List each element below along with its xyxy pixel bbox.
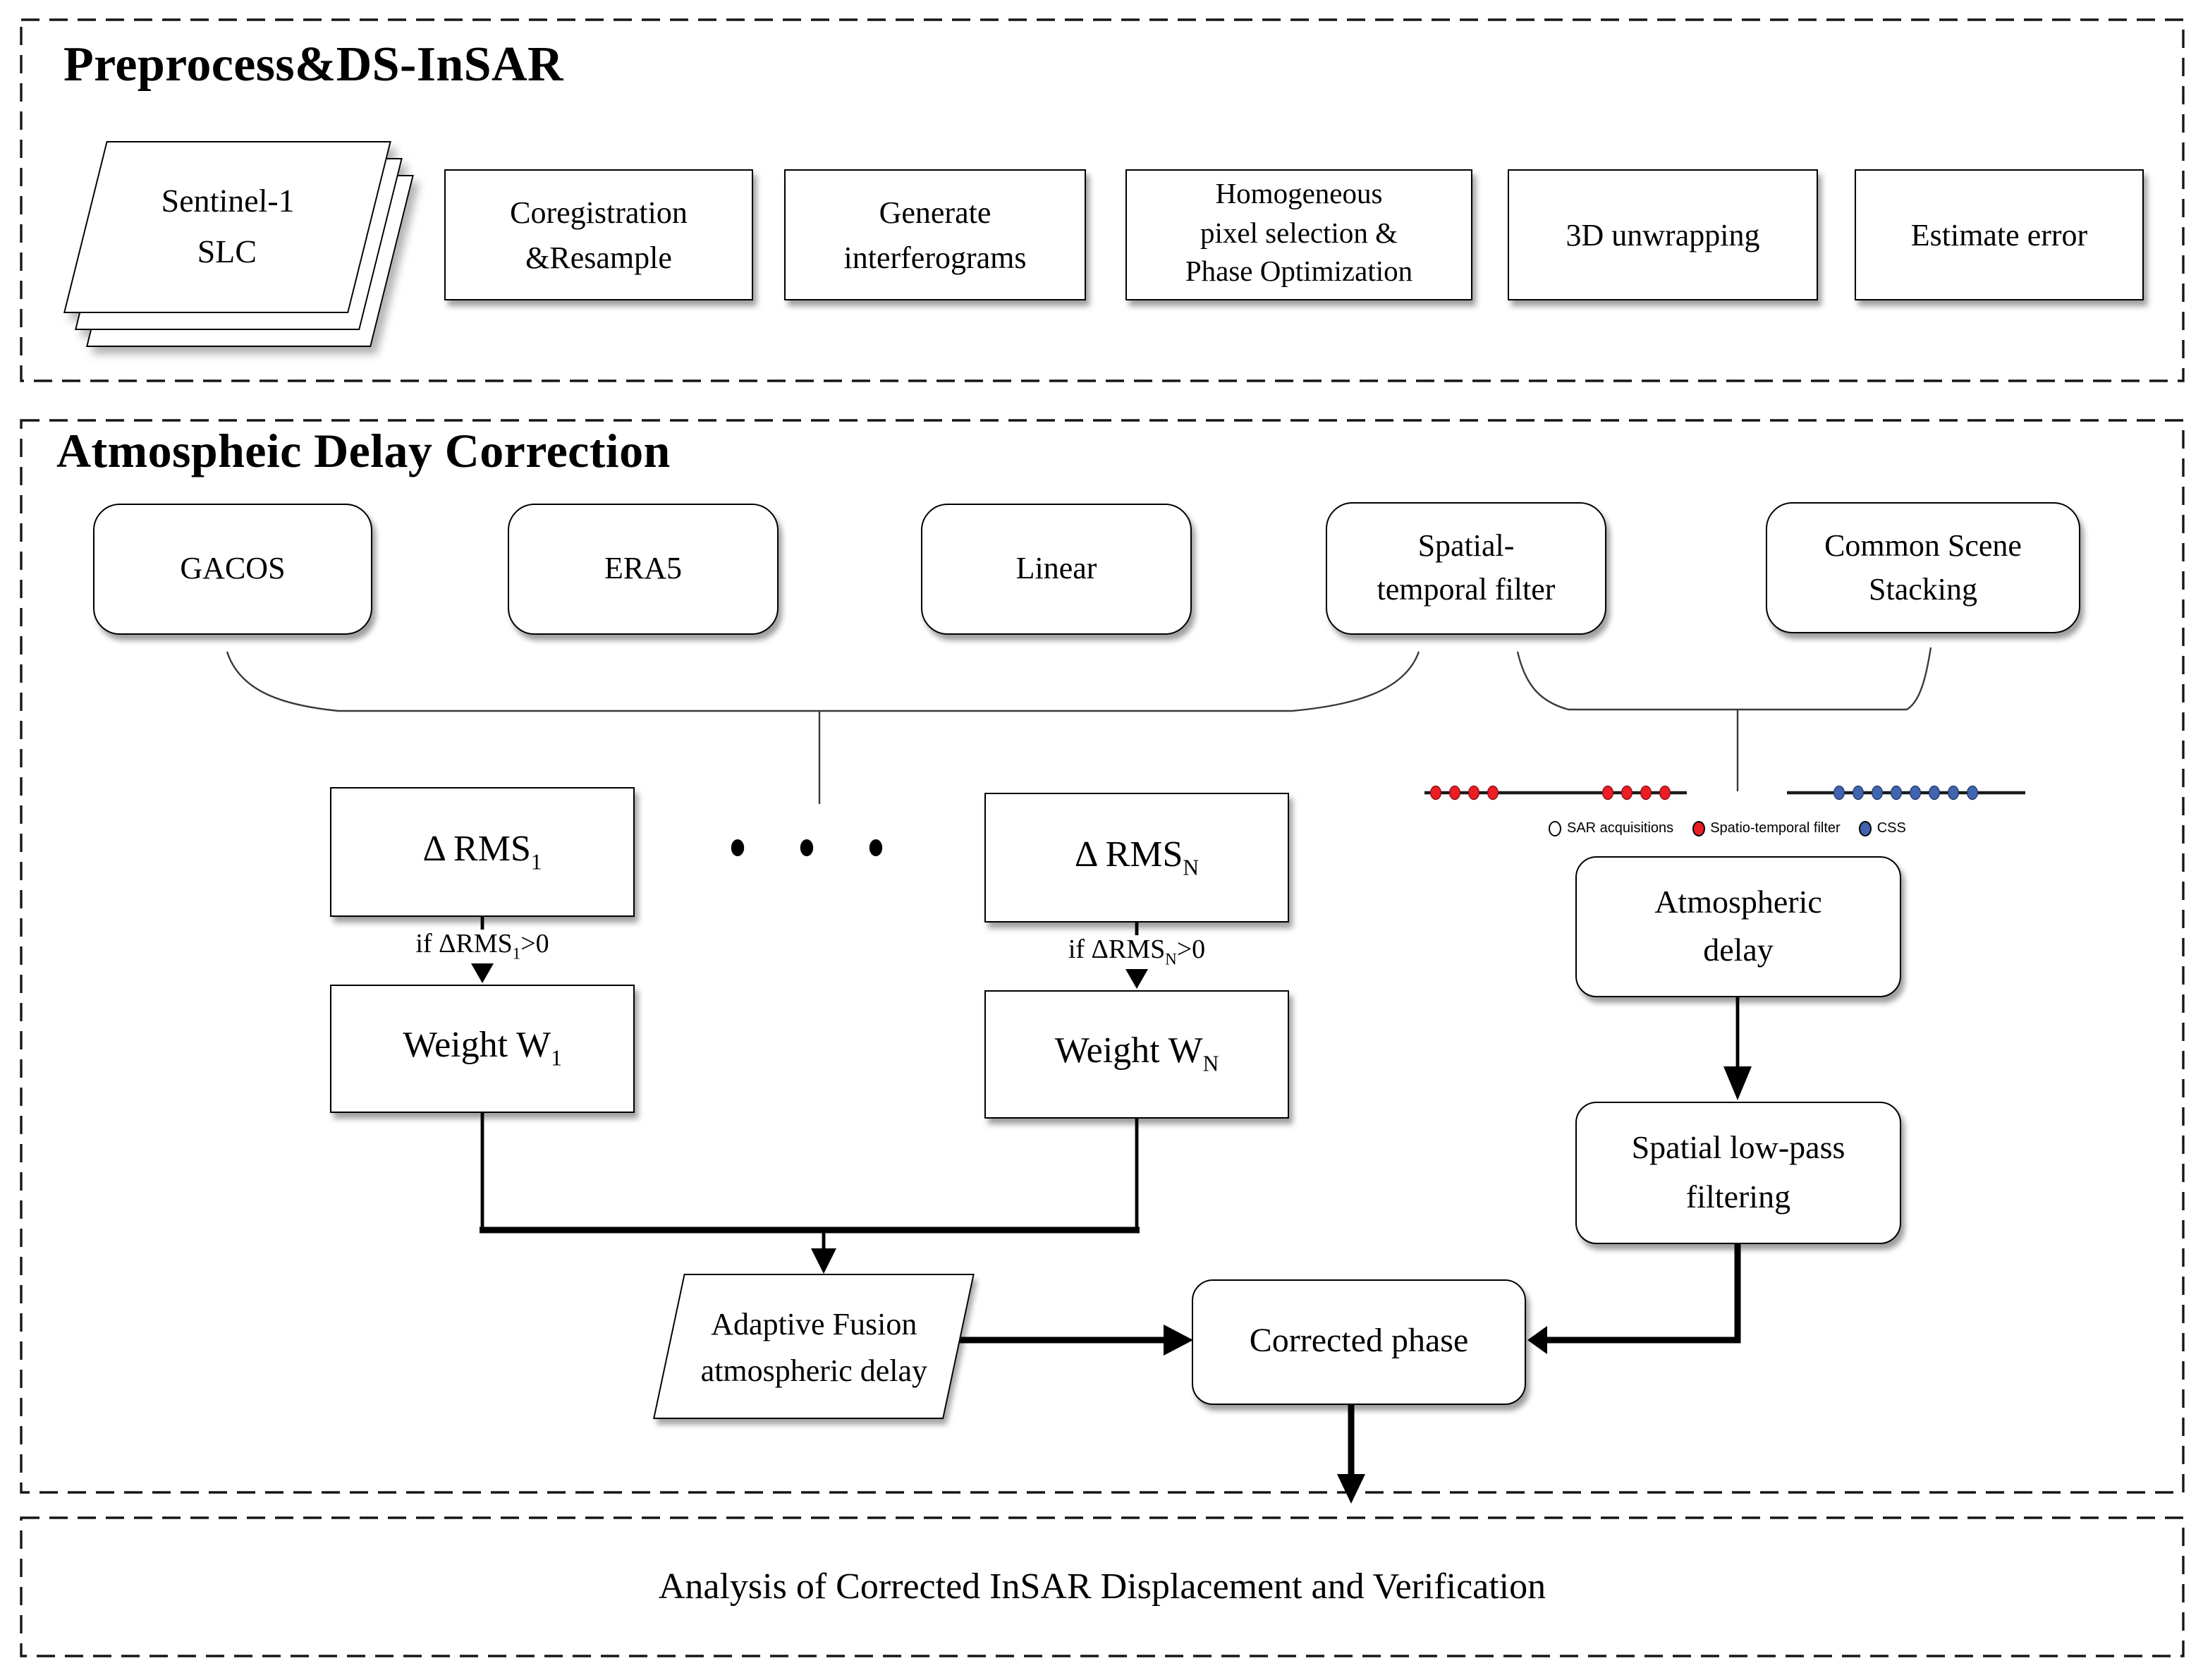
box-coregistration-resample: Coregistration &Resample (444, 169, 753, 300)
sentinel1-slc-stack: Sentinel-1 SLC (63, 141, 430, 381)
arrow-lowpass-corrected (1546, 1244, 1741, 1344)
box-adaptive-fusion: Adaptive Fusion atmospheric delay (653, 1274, 975, 1419)
ellipsis-dot (731, 839, 745, 856)
blue-dot-icon (1948, 785, 1960, 801)
red-dot-icon (1659, 785, 1671, 801)
box-generate-interferograms: Generate interferograms (784, 169, 1086, 300)
section-title-correction: Atmospheic Delay Correction (56, 426, 671, 478)
box-spatial-lowpass-filtering: Spatial low-pass filtering (1575, 1102, 1901, 1244)
arrowhead-icon (1723, 1066, 1752, 1100)
section-title-preprocess: Preprocess&DS-InSAR (63, 37, 563, 92)
timeline-legend: SAR acquisitions Spatio-temporal filter … (1549, 821, 1906, 836)
box-atmospheric-delay: Atmospheric delay (1575, 856, 1901, 997)
condition-rms1: if ΔRMS1>0 (411, 930, 554, 963)
blue-dot-icon (1967, 785, 1979, 801)
box-corrected-phase: Corrected phase (1192, 1279, 1526, 1405)
brace-left (226, 651, 1420, 712)
box-spatial-temporal-filter: Spatial- temporal filter (1326, 502, 1606, 635)
blue-circle-icon (1858, 821, 1872, 836)
red-dot-icon (1640, 785, 1652, 801)
arrowhead-icon (471, 963, 494, 983)
arrowhead-icon (1125, 969, 1148, 989)
condition-rmsn: if ΔRMSN>0 (1063, 935, 1210, 969)
blue-dot-icon (1853, 785, 1865, 801)
red-dot-icon (1621, 785, 1633, 801)
box-delta-rms-n: Δ RMSN (984, 793, 1289, 923)
arrowhead-icon (811, 1248, 836, 1274)
box-delta-rms-1: Δ RMS1 (330, 787, 635, 917)
red-dot-icon (1449, 785, 1461, 801)
box-linear: Linear (921, 504, 1192, 635)
ellipsis-dot (869, 839, 883, 856)
arrowhead-icon (1337, 1474, 1365, 1504)
legend-item-sar-acquisitions: SAR acquisitions (1549, 821, 1673, 836)
box-weight-wn: Weight WN (984, 990, 1289, 1119)
blue-dot-icon (1833, 785, 1845, 801)
blue-dot-icon (1910, 785, 1922, 801)
red-dot-icon (1468, 785, 1480, 801)
analysis-title: Analysis of Corrected InSAR Displacement… (658, 1566, 1546, 1607)
box-gacos: GACOS (93, 504, 372, 635)
red-dot-icon (1487, 785, 1499, 801)
box-common-scene-stacking: Common Scene Stacking (1766, 502, 2080, 633)
blue-dot-icon (1872, 785, 1884, 801)
blue-dot-icon (1891, 785, 1903, 801)
red-circle-icon (1692, 821, 1705, 836)
legend-item-spatio-temporal-filter: Spatio-temporal filter (1692, 821, 1841, 836)
slc-label: Sentinel-1 SLC (161, 183, 295, 269)
red-dot-icon (1429, 785, 1441, 801)
slc-page-front: Sentinel-1 SLC (63, 141, 391, 313)
box-homogeneous-pixel-selection: Homogeneous pixel selection & Phase Opti… (1125, 169, 1472, 300)
red-dot-icon (1602, 785, 1614, 801)
box-estimate-error: Estimate error (1855, 169, 2144, 300)
box-era5: ERA5 (508, 504, 779, 635)
brace-right (1516, 647, 1932, 711)
box-3d-unwrapping: 3D unwrapping (1508, 169, 1818, 300)
section-analysis: Analysis of Corrected InSAR Displacement… (21, 1518, 2183, 1656)
ellipsis-dot (800, 839, 814, 856)
blue-dot-icon (1929, 785, 1941, 801)
arrowhead-icon (1527, 1326, 1547, 1354)
box-weight-w1: Weight W1 (330, 985, 635, 1113)
arrowhead-icon (1164, 1325, 1193, 1356)
open-circle-icon (1549, 821, 1561, 836)
legend-item-css: CSS (1858, 821, 1906, 836)
